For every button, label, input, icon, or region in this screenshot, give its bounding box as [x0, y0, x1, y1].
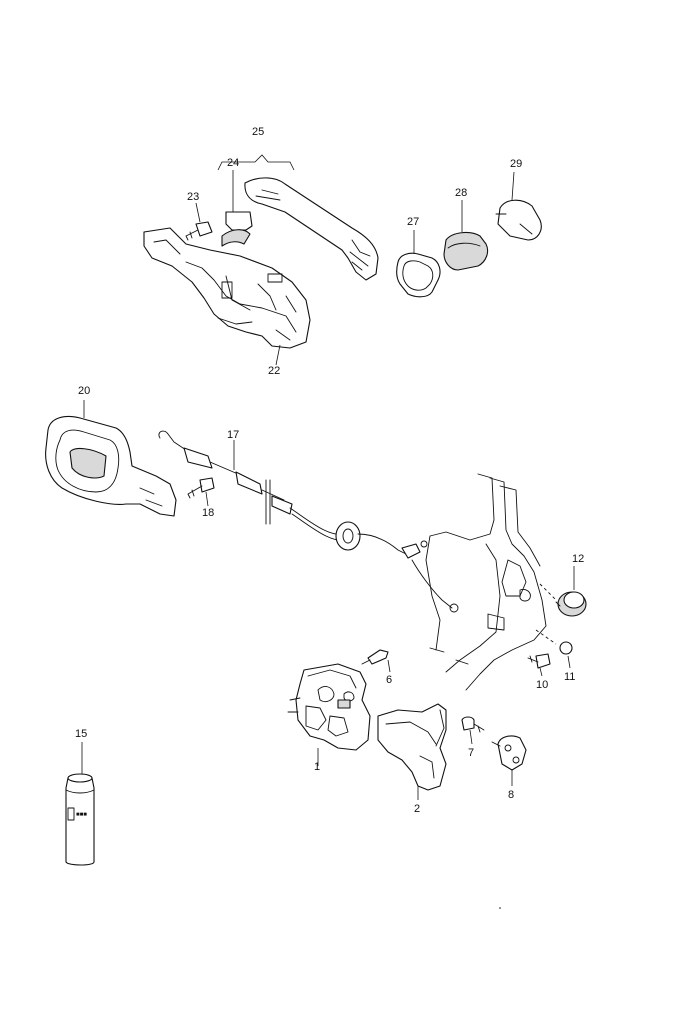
- bowden-cable: [158, 430, 459, 613]
- screw-7: [461, 716, 485, 745]
- callout-28: 28: [455, 187, 467, 199]
- stray-dot: [499, 907, 501, 909]
- lock-cylinder-cap: [443, 200, 489, 271]
- callout-18: 18: [202, 507, 214, 519]
- inner-door-handle: [45, 400, 177, 517]
- callout-10: 10: [536, 679, 548, 691]
- callout-6: 6: [386, 674, 392, 686]
- callout-24: 24: [227, 157, 239, 169]
- screw-18: [187, 477, 215, 507]
- callout-1: 1: [314, 761, 320, 773]
- callout-29: 29: [510, 158, 522, 170]
- callout-17: 17: [227, 429, 239, 441]
- callout-25: 25: [252, 126, 264, 138]
- callout-23: 23: [187, 191, 199, 203]
- outer-door-handle: [217, 154, 379, 281]
- door-lock: [287, 663, 371, 766]
- handle-carrier: [143, 227, 311, 366]
- striker-plate: [491, 735, 527, 786]
- callout-12: 12: [572, 553, 584, 565]
- plug-11: [559, 641, 573, 669]
- callout-2: 2: [414, 803, 420, 815]
- door-frame-outline: [425, 473, 557, 691]
- callout-22: 22: [268, 365, 280, 377]
- callout-15: 15: [75, 728, 87, 740]
- callout-11: 11: [564, 671, 575, 683]
- pin-6: [361, 649, 391, 673]
- callout-8: 8: [508, 789, 514, 801]
- lubricant-can: ■■■: [65, 742, 95, 866]
- callout-7: 7: [468, 747, 474, 759]
- screw-10: [527, 653, 551, 677]
- grommet-12: [555, 566, 587, 617]
- svg-text:■■■: ■■■: [76, 812, 87, 818]
- callout-27: 27: [407, 216, 419, 228]
- handle-cover-cap: [495, 171, 542, 241]
- callout-20: 20: [78, 385, 90, 397]
- handle-gasket: [221, 170, 253, 247]
- screw-23: [185, 202, 213, 241]
- lock-bracket: [377, 703, 447, 800]
- lock-cylinder-seal: [396, 230, 441, 298]
